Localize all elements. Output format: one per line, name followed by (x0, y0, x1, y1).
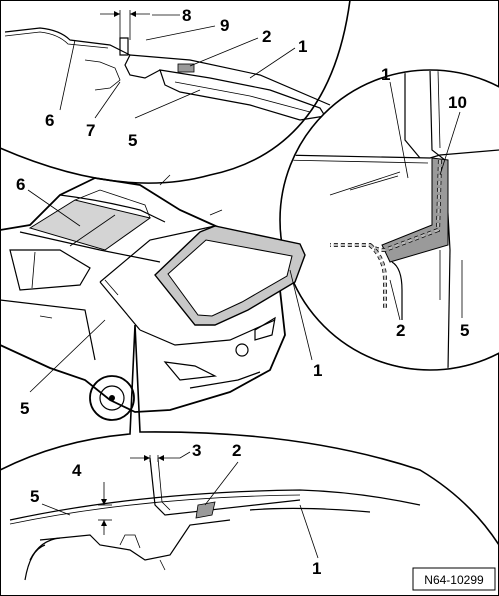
callout-7: 7 (86, 121, 95, 140)
top-seal-detail (84, 59, 121, 91)
callout-5: 5 (30, 487, 39, 506)
car-body-outline (0, 177, 286, 413)
callout-5: 5 (128, 131, 137, 150)
top-detail-view: 8 9 2 1 6 7 5 (0, 0, 351, 184)
car-view: 6 1 5 (0, 174, 322, 421)
callout-1: 1 (312, 559, 321, 578)
top-clip (119, 37, 129, 56)
callout-1: 1 (298, 37, 307, 56)
callout-2: 2 (232, 441, 241, 460)
right-detail-view: 1 10 2 5 (279, 65, 499, 371)
callout-5: 5 (20, 399, 29, 418)
right-seal-shaded (381, 157, 449, 263)
callout-8: 8 (182, 6, 191, 25)
callout-2: 2 (262, 27, 271, 46)
callout-4: 4 (72, 461, 82, 480)
callout-6: 6 (45, 111, 54, 130)
top-clip-shaded (177, 63, 195, 73)
bottom-seal-shaded (195, 501, 216, 519)
bottom-roof-line (9, 489, 421, 521)
callout-9: 9 (220, 16, 229, 35)
callout-10: 10 (448, 93, 467, 112)
car-wheel (89, 375, 135, 421)
figure-reference: N64-10299 (412, 567, 496, 591)
callout-5: 5 (460, 321, 469, 340)
figure-reference-box (412, 567, 496, 591)
figure-reference-label: N64-10299 (424, 573, 484, 587)
top-roof-line (4, 27, 331, 106)
top-roof-line-inner (4, 31, 109, 49)
bottom-detail-boundary (0, 324, 499, 546)
top-seal-strip (124, 54, 161, 79)
top-window-glass (159, 69, 326, 121)
callout-6: 6 (16, 175, 25, 194)
top-window-glass-inner (174, 81, 311, 113)
top-detail-boundary (0, 0, 351, 184)
bottom-detail-view: 3 2 4 5 1 (0, 324, 499, 581)
callout-2: 2 (396, 321, 405, 340)
callout-1: 1 (313, 361, 322, 380)
callout-1: 1 (381, 65, 390, 84)
callout-3: 3 (192, 441, 201, 460)
